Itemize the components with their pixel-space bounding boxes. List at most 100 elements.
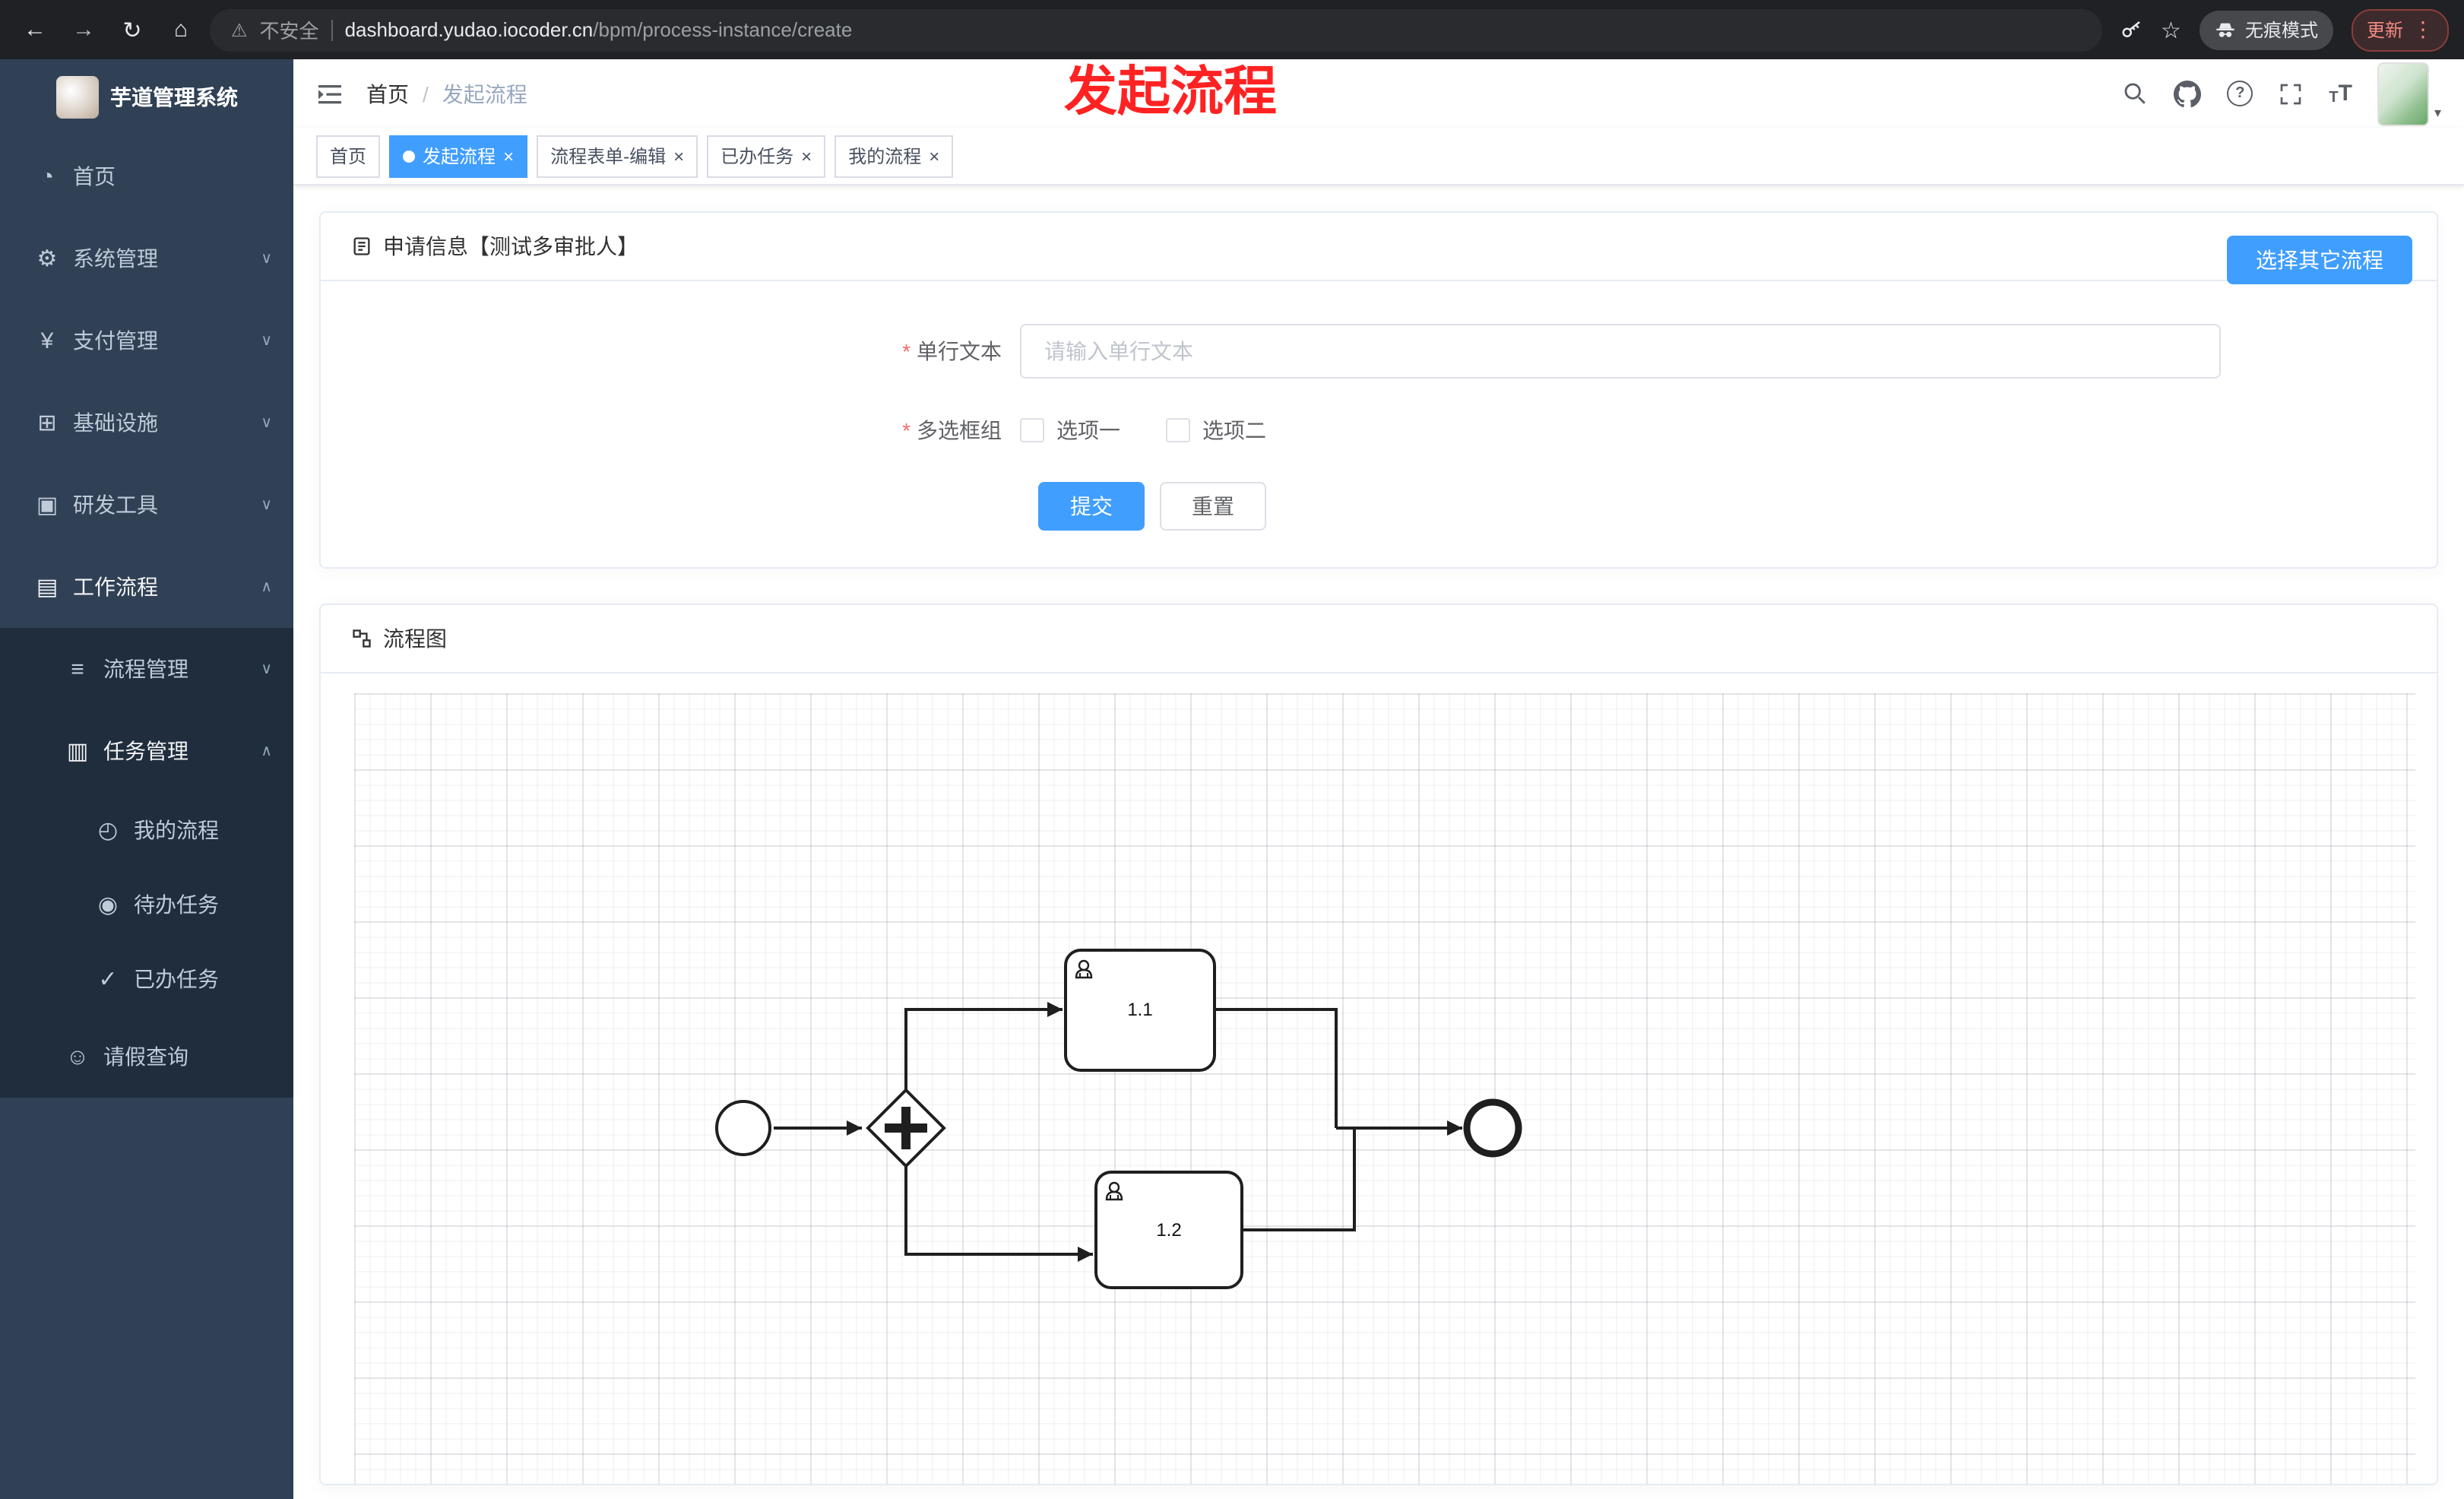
sidebar-item-home[interactable]: ◔ 首页 — [0, 135, 293, 217]
tab-process-form-edit[interactable]: 流程表单-编辑 × — [537, 135, 698, 177]
browser-menu-icon[interactable]: ⋮ — [2412, 17, 2434, 41]
sidebar-item-label: 基础设施 — [73, 410, 158, 435]
required-mark: * — [902, 418, 911, 442]
tab-done-tasks[interactable]: 已办任务 × — [707, 135, 826, 177]
page-url: dashboard.yudao.iocoder.cn/bpm/process-i… — [345, 18, 853, 41]
tab-close-icon[interactable]: × — [503, 145, 515, 166]
process-diagram-canvas[interactable]: 1.1 1.2 — [354, 693, 2415, 1484]
help-icon[interactable]: ? — [2227, 81, 2253, 106]
sidebar: 芋道管理系统 ◔ 首页 ⚙ 系统管理 ∨ ¥ 支付管理 ∨ ⊞ 基础设施 ∨ — [0, 59, 293, 1499]
top-navbar: 首页 / 发起流程 ? — [293, 59, 2464, 128]
tab-label: 首页 — [330, 146, 367, 167]
sidebar-item-infrastructure[interactable]: ⊞ 基础设施 ∨ — [0, 382, 293, 464]
checkbox-label: 选项一 — [1056, 418, 1120, 442]
browser-update-button[interactable]: 更新 ⋮ — [2351, 8, 2449, 51]
sidebar-item-label: 我的流程 — [134, 817, 219, 841]
fullscreen-icon[interactable] — [2279, 81, 2303, 106]
sidebar-logo[interactable]: 芋道管理系统 — [0, 59, 293, 135]
sidebar-item-label: 首页 — [73, 164, 116, 189]
reload-button[interactable]: ↻ — [122, 17, 142, 43]
workflow-icon: ▤ — [36, 575, 59, 601]
avatar-image — [2377, 62, 2430, 125]
tab-close-icon[interactable]: × — [929, 145, 940, 166]
card-title: 流程图 — [383, 626, 447, 651]
url-domain: dashboard.yudao.iocoder.cn — [344, 18, 594, 41]
tab-my-process[interactable]: 我的流程 × — [835, 135, 954, 177]
sidebar-item-label: 流程管理 — [103, 657, 188, 681]
person-icon: ☺ — [65, 1044, 90, 1070]
bookmark-star-icon[interactable]: ☆ — [2161, 17, 2181, 43]
sidebar-item-my-process[interactable]: ◴ 我的流程 — [0, 792, 293, 867]
github-icon[interactable] — [2174, 80, 2202, 107]
sidebar-toggle-button[interactable] — [316, 80, 344, 107]
user-task-1-node[interactable] — [1064, 949, 1216, 1072]
tab-close-icon[interactable]: × — [801, 145, 812, 166]
user-task-2-node[interactable] — [1094, 1171, 1243, 1289]
omnibox-divider — [331, 19, 333, 40]
chevron-down-icon: ∨ — [261, 661, 272, 677]
tags-view-bar: 首页 发起流程 × 流程表单-编辑 × 已办任务 × 我的流程 × — [293, 128, 2464, 185]
reset-button[interactable]: 重置 — [1160, 482, 1266, 531]
sidebar-item-system-management[interactable]: ⚙ 系统管理 ∨ — [0, 217, 293, 299]
sidebar-item-process-management[interactable]: ≡ 流程管理 ∨ — [0, 628, 293, 710]
sidebar-item-label: 支付管理 — [73, 328, 158, 353]
home-button[interactable]: ⌂ — [173, 17, 188, 43]
start-event-node[interactable] — [715, 1100, 771, 1156]
sidebar-item-label: 任务管理 — [103, 739, 188, 763]
breadcrumb: 首页 / 发起流程 — [366, 78, 527, 109]
form-actions: 提交 重置 — [1038, 482, 2406, 531]
browser-toolbar: ← → ↻ ⌂ ⚠ 不安全 dashboard.yudao.iocoder.cn… — [0, 0, 2464, 59]
form-row-checkbox-group: *多选框组 选项一 选项二 — [351, 415, 2406, 445]
chevron-down-icon: ∨ — [261, 332, 272, 349]
process-management-icon: ≡ — [71, 656, 84, 682]
chevron-down-icon: ∨ — [261, 496, 272, 513]
process-diagram-card: 流程图 — [319, 604, 2438, 1485]
checkbox[interactable] — [1166, 418, 1190, 442]
task-2-label: 1.2 — [1156, 1220, 1181, 1241]
flow-task1-to-join — [1215, 1008, 1338, 1128]
sidebar-item-todo-tasks[interactable]: ◉ 待办任务 — [0, 867, 293, 941]
workflow-submenu: ≡ 流程管理 ∨ ▥ 任务管理 ∧ ◴ 我的流程 ◉ 待办任务 — [0, 628, 293, 1098]
sidebar-item-task-management[interactable]: ▥ 任务管理 ∧ — [0, 710, 293, 792]
back-button[interactable]: ← — [24, 17, 46, 43]
incognito-icon — [2216, 22, 2234, 36]
incognito-badge[interactable]: 无痕模式 — [2199, 10, 2333, 49]
checkbox-option-2[interactable]: 选项二 — [1166, 415, 1266, 445]
single-line-text-input[interactable] — [1020, 324, 2221, 379]
sidebar-item-label: 研发工具 — [73, 493, 158, 517]
page-content: 申请信息【测试多审批人】 选择其它流程 *单行文本 *多选框组 — [293, 185, 2464, 1499]
sidebar-item-dev-tools[interactable]: ▣ 研发工具 ∨ — [0, 464, 293, 546]
sidebar-item-payment-management[interactable]: ¥ 支付管理 ∨ — [0, 299, 293, 382]
end-event-node[interactable] — [1463, 1098, 1522, 1158]
sidebar-item-label: 待办任务 — [134, 892, 219, 916]
select-other-process-button[interactable]: 选择其它流程 — [2227, 236, 2412, 284]
infrastructure-icon: ⊞ — [37, 410, 57, 436]
password-key-icon[interactable] — [2120, 18, 2143, 41]
dev-tools-icon: ▣ — [36, 493, 59, 518]
sidebar-item-done-tasks[interactable]: ✓ 已办任务 — [0, 941, 293, 1016]
application-info-card: 申请信息【测试多审批人】 选择其它流程 *单行文本 *多选框组 — [319, 211, 2438, 569]
forward-button[interactable]: → — [72, 17, 95, 43]
document-icon — [353, 237, 370, 255]
yen-icon: ¥ — [40, 328, 54, 353]
checkbox[interactable] — [1020, 418, 1044, 442]
breadcrumb-current: 发起流程 — [442, 81, 527, 106]
search-icon[interactable] — [2122, 81, 2148, 106]
submit-button[interactable]: 提交 — [1038, 482, 1145, 531]
active-tab-indicator — [403, 150, 416, 162]
flow-gateway-to-task2 — [904, 1166, 1093, 1262]
sidebar-item-workflow[interactable]: ▤ 工作流程 ∧ — [0, 546, 293, 628]
user-avatar[interactable]: ▾ — [2377, 62, 2441, 125]
checkbox-option-1[interactable]: 选项一 — [1020, 415, 1120, 445]
sidebar-item-leave-query[interactable]: ☺ 请假查询 — [0, 1016, 293, 1098]
tab-home[interactable]: 首页 — [316, 135, 381, 177]
sidebar-item-label: 已办任务 — [134, 966, 219, 990]
address-bar[interactable]: ⚠ 不安全 dashboard.yudao.iocoder.cn/bpm/pro… — [210, 8, 2102, 51]
tab-create-process[interactable]: 发起流程 × — [389, 135, 528, 177]
tab-close-icon[interactable]: × — [673, 145, 685, 166]
card-header: 流程图 — [321, 605, 2437, 673]
breadcrumb-home[interactable]: 首页 — [366, 81, 409, 106]
chevron-up-icon: ∧ — [261, 578, 272, 595]
user-task-icon — [1075, 959, 1093, 979]
